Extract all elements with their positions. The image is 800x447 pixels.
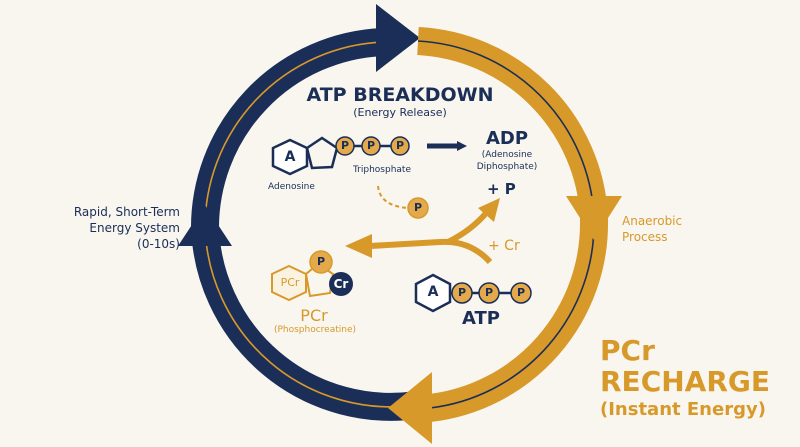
branch-arrow-icon	[369, 238, 493, 265]
navy-arrowhead-top	[376, 4, 420, 72]
plus-p-label: + P	[487, 180, 516, 198]
atp-bottom-phosphate-letter-2: P	[484, 286, 494, 299]
creatine-circle-icon	[329, 272, 353, 296]
branch-arrow-up	[446, 210, 490, 245]
ribose-pentagon-icon	[305, 136, 339, 170]
gold-arrowhead-bottom	[388, 372, 432, 444]
recharge-line3: (Instant Energy)	[600, 399, 766, 420]
adp-title: ADP	[485, 128, 529, 149]
right-label-line2: Process	[622, 230, 668, 244]
left-label-line3: (0-10s)	[137, 237, 180, 251]
free-phosphate-letter: P	[413, 201, 423, 214]
recharge-line1: PCr	[600, 334, 655, 367]
atp-bottom-name: ATP	[461, 308, 500, 329]
atp-bottom-phosphate-letter-3: P	[516, 286, 526, 299]
phosphate-circle-icon	[361, 136, 381, 156]
atp-bottom-hexagon-icon	[414, 273, 452, 313]
adenosine-letter: A	[284, 149, 296, 165]
adenosine-label: Adenosine	[268, 182, 315, 192]
navy-arrowhead-left	[178, 205, 232, 246]
triphosphate-label: Triphosphate	[353, 165, 411, 175]
branch-arrowhead-left	[345, 234, 372, 258]
phosphate-release-dashed	[377, 185, 409, 209]
free-phosphate-circle-icon	[407, 197, 429, 219]
plus-cr-label: + Cr	[488, 238, 520, 254]
pcr-phosphate-letter: P	[316, 255, 326, 268]
gold-arrowhead-right	[566, 196, 622, 240]
adp-name-line2: Diphosphate)	[476, 162, 538, 172]
breakdown-title: ATP BREAKDOWN	[306, 84, 494, 106]
pcr-ring-label: PCr	[280, 276, 300, 289]
breakdown-subtitle: (Energy Release)	[353, 106, 447, 119]
adp-name-line1: (Adenosine	[481, 150, 533, 160]
creatine-letter: Cr	[333, 277, 349, 291]
atp-bottom-phosphate-letter-1: P	[457, 286, 467, 299]
phosphate-circle-icon	[390, 136, 410, 156]
right-label-line1: Anaerobic	[622, 214, 683, 228]
phosphate-letter-2: P	[366, 139, 376, 152]
atp-bottom-adenosine-letter: A	[427, 284, 439, 300]
pcr-name: PCr	[300, 306, 328, 325]
recharge-line2: RECHARGE	[600, 365, 771, 398]
atp-bottom-phosphate-icon	[478, 282, 500, 304]
phosphate-letter-1: P	[340, 139, 350, 152]
pcr-full-name: (Phosphocreatine)	[273, 325, 357, 335]
branch-arrowhead-up	[478, 198, 500, 222]
atp-bottom-phosphate-icon	[510, 282, 532, 304]
pcr-phosphate-circle-icon	[309, 250, 333, 274]
left-label-line1: Rapid, Short-Term	[73, 205, 180, 219]
atp-bottom-phosphate-icon	[451, 282, 473, 304]
phosphate-letter-3: P	[395, 139, 405, 152]
phosphate-circle-icon	[335, 136, 355, 156]
left-label-line2: Energy System	[89, 221, 180, 235]
